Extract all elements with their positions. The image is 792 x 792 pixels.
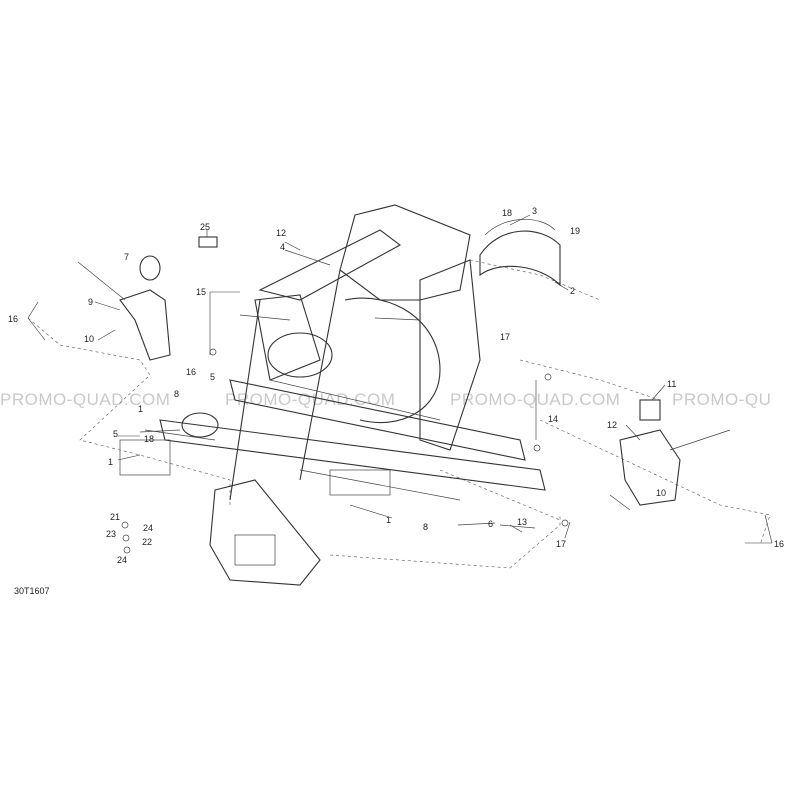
left-suspension-mount: [119, 412, 219, 476]
nut: [561, 519, 569, 527]
callout: 17: [556, 539, 566, 549]
callout: 10: [656, 488, 666, 498]
callout: 11: [667, 379, 676, 389]
left-stud: [77, 261, 126, 301]
watermark: PROMO-QUAD.COM: [450, 390, 620, 409]
frame-front-opening: [267, 332, 333, 378]
watermark-row: PROMO-QUAD.COM PROMO-QUAD.COM PROMO-QUAD…: [0, 390, 771, 409]
bolt: [457, 522, 496, 526]
outline-left: [27, 317, 231, 505]
right-footrest-bracket: [619, 429, 681, 506]
callout: 3: [532, 206, 537, 216]
callout: 12: [607, 420, 617, 430]
callout: 8: [174, 389, 179, 399]
main-frame: [159, 204, 546, 586]
callout: 24: [143, 523, 153, 533]
hardware-kit: [121, 521, 131, 554]
bolt: [499, 524, 536, 529]
frame-skid-plate: [329, 469, 391, 496]
bolt: [374, 317, 421, 321]
watermark: PROMO-QUAD.COM: [0, 390, 170, 409]
right-footrest-group: [609, 399, 731, 511]
callout: 21: [110, 512, 120, 522]
callout: 4: [280, 242, 285, 252]
callout: 5: [113, 429, 118, 439]
callout: 19: [570, 226, 580, 236]
callout: 18: [502, 208, 512, 218]
frame-long-rail-left: [159, 419, 546, 491]
drawing-reference-code: 30T1607: [14, 586, 50, 596]
callout: 7: [124, 252, 129, 262]
bolt: [139, 429, 181, 433]
right-bushing: [639, 399, 661, 421]
frame-down-tube-2: [299, 269, 341, 481]
callout: 2: [570, 286, 575, 296]
label-decal: [198, 236, 218, 248]
frame-upper-section: [339, 204, 471, 301]
outline-bottom: [329, 515, 561, 569]
washer: [122, 534, 130, 542]
washer: [123, 546, 131, 554]
frame-front-bracket: [234, 534, 276, 566]
left-mount-bolt: [144, 429, 216, 441]
callout: 15: [196, 287, 206, 297]
left-mount-pivot: [181, 412, 219, 438]
bolt: [284, 249, 331, 266]
right-stud: [669, 429, 731, 451]
callouts: 25 12 4 18 3 19 2 7 9 16 10 15 17 14 11 …: [8, 206, 784, 565]
frame-crossmember-2: [299, 469, 461, 501]
callout: 12: [276, 228, 286, 238]
frame-center-loop: [344, 297, 441, 424]
nut: [533, 444, 541, 452]
frame-long-rail-right: [229, 379, 526, 461]
rear-bracket: [479, 219, 561, 287]
nut: [544, 373, 552, 381]
callout: 6: [488, 519, 493, 529]
callout: 1: [138, 404, 143, 414]
fasteners: [139, 249, 569, 529]
callout: 22: [142, 537, 152, 547]
callout: 8: [423, 522, 428, 532]
outline-right: [539, 419, 771, 546]
callout: 17: [500, 332, 510, 342]
callout: 23: [106, 529, 116, 539]
right-pin: [609, 494, 631, 511]
watermark: PROMO-QUAD.COM: [225, 390, 395, 409]
frame-lower-front: [209, 479, 321, 586]
bolt: [239, 314, 291, 321]
left-mount-bracket: [119, 439, 171, 476]
callout: 25: [200, 222, 210, 232]
callout: 9: [88, 297, 93, 307]
callout: 14: [548, 414, 558, 424]
rear-bracket-plate: [479, 230, 561, 287]
callout: 16: [8, 314, 18, 324]
assembly-outline: [27, 259, 771, 569]
callout: 5: [210, 372, 215, 382]
callout: 10: [84, 334, 94, 344]
callout: 13: [517, 517, 527, 527]
nut: [209, 348, 217, 356]
left-footrest-group: [77, 255, 171, 361]
frame-down-tube: [229, 299, 261, 501]
callout: 24: [117, 555, 127, 565]
rear-bracket-top: [484, 219, 556, 236]
frame-crossmember: [269, 379, 441, 421]
callout: 16: [774, 539, 784, 549]
outline-top: [469, 259, 601, 301]
callout: 16: [186, 367, 196, 377]
watermark: PROMO-QU: [672, 390, 771, 409]
frame-front-panel: [254, 294, 321, 381]
leader-lines: [27, 214, 773, 544]
frame-rear-loop: [419, 259, 481, 451]
callout: 1: [386, 515, 391, 525]
washer: [121, 521, 129, 529]
left-bushing: [139, 255, 161, 281]
left-footrest-bracket: [119, 289, 171, 361]
callout: 1: [108, 457, 113, 467]
outline-bottom-right: [439, 469, 561, 521]
callout: 18: [144, 434, 154, 444]
